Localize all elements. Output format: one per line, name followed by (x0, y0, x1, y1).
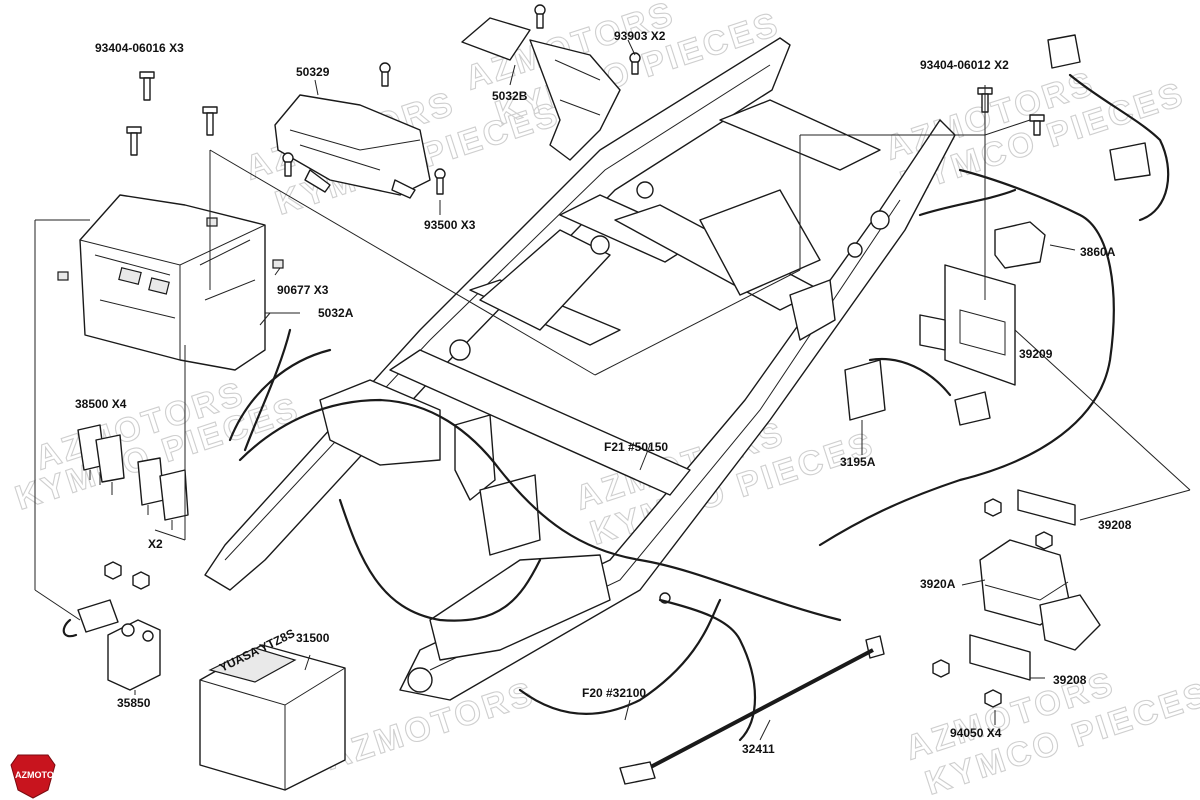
wiring-harness (228, 73, 1170, 742)
tray-50329 (274, 94, 431, 199)
nut-icon (932, 659, 950, 678)
part-label-90677: 90677 X3 (277, 283, 329, 297)
part-label-5032a: 5032A (318, 306, 354, 320)
part-label-35850: 35850 (117, 696, 151, 710)
cover-5032b (461, 17, 621, 161)
nut-icon (984, 498, 1002, 517)
part-label-3920a: 3920A (920, 577, 956, 591)
bolt-icon (126, 126, 142, 156)
nut-icon (1035, 531, 1053, 550)
logo-text: AZMOTORS (15, 770, 66, 780)
leader-lines (34, 39, 1191, 741)
part-label-32411: 32411 (742, 742, 775, 756)
battery-31500: YUASA YTZ8S (199, 626, 346, 791)
clip-icon (206, 217, 218, 227)
nut-icon (104, 561, 122, 580)
part-label-93404-06016: 93404-06016 X3 (95, 41, 184, 55)
shield-icon (10, 754, 56, 799)
nut-icon (984, 689, 1002, 708)
cable-32411 (619, 635, 885, 785)
nut-icon (132, 571, 150, 590)
part-label-39208-top: 39208 (1098, 518, 1132, 532)
part-labels: 93404-06016 X3 50329 5032B 93903 X2 9340… (75, 29, 1132, 756)
screw-icon (534, 4, 546, 29)
part-label-39209: 39209 (1019, 347, 1053, 361)
bolt-icon (139, 71, 155, 101)
part-label-f20: F20 #32100 (582, 686, 646, 700)
part-label-93500: 93500 X3 (424, 218, 476, 232)
part-label-f21: F21 #50150 (604, 440, 668, 454)
part-label-50329: 50329 (296, 65, 330, 79)
screw-icon (629, 52, 641, 75)
part-label-94050: 94050 X4 (950, 726, 1002, 740)
part-label-38500: 38500 X4 (75, 397, 127, 411)
relay-group-38500 (77, 424, 189, 530)
screw-icon (282, 152, 294, 177)
bolt-icon (202, 106, 218, 136)
screw-icon (434, 168, 446, 195)
part-label-5032b: 5032B (492, 89, 528, 103)
part-label-39208-bottom: 39208 (1053, 673, 1087, 687)
clip-icon (57, 271, 69, 281)
bolt-icon (1029, 114, 1045, 136)
part-label-31500: 31500 (296, 631, 330, 645)
screw-icon (379, 62, 391, 87)
electronics-right (844, 34, 1151, 681)
part-label-x2: X2 (148, 537, 163, 551)
part-label-93903: 93903 X2 (614, 29, 666, 43)
part-label-93404-06012: 93404-06012 X2 (920, 58, 1009, 72)
azmotors-logo: AZMOTORS (10, 754, 66, 799)
clip-icon (272, 259, 284, 269)
part-label-3195a: 3195A (840, 455, 876, 469)
battery-box-5032a (79, 194, 266, 371)
frame-assembly (204, 37, 956, 701)
part-label-3860a: 3860A (1080, 245, 1116, 259)
starter-relay-35850 (62, 599, 161, 691)
